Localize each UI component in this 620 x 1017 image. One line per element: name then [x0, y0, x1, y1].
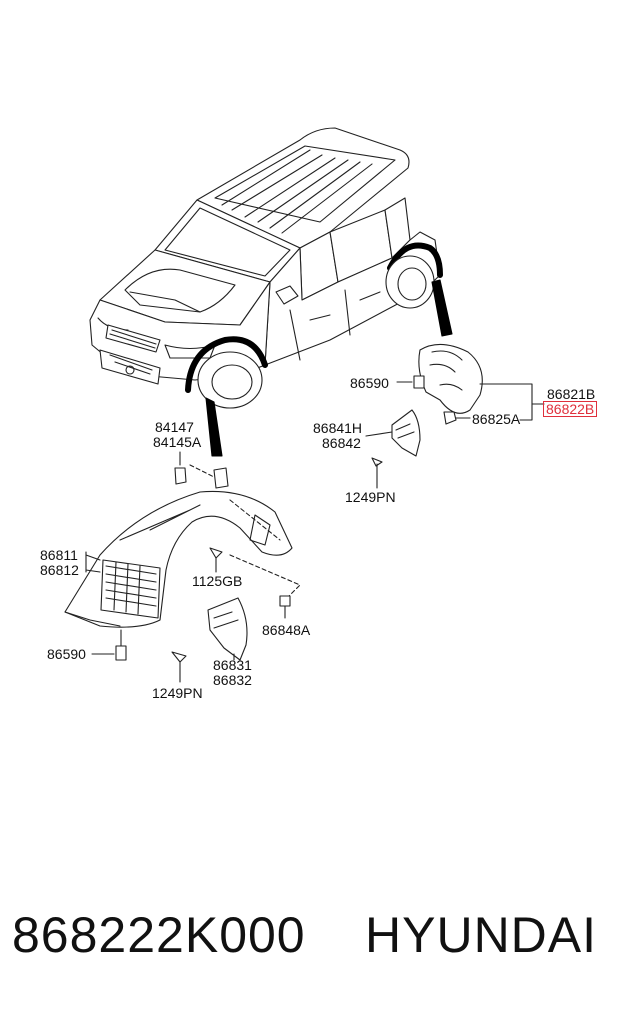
parts-diagram: 84147 84145A 86811 86812 1125GB 86848A 8… — [0, 0, 620, 880]
label-86841h: 86841H — [313, 420, 363, 436]
vehicle-body — [90, 128, 452, 456]
front-wheel-guard — [65, 452, 300, 682]
vehicle-illustration — [0, 0, 620, 880]
footer: 868222K000 HYUNDAI — [0, 905, 620, 975]
label-1249pn-rear: 1249PN — [345, 489, 396, 505]
label-84147: 84147 — [155, 419, 194, 435]
label-86842: 86842 — [322, 435, 361, 451]
label-1249pn-front: 1249PN — [152, 685, 203, 701]
label-86811: 86811 — [40, 547, 78, 563]
label-86825a: 86825A — [472, 411, 521, 427]
label-86832: 86832 — [213, 672, 252, 688]
label-86812: 86812 — [40, 562, 79, 578]
label-84145a: 84145A — [153, 434, 202, 450]
label-86822b-highlighted: 86822B — [543, 401, 598, 417]
label-86590-rear: 86590 — [350, 375, 389, 391]
label-86848a: 86848A — [262, 622, 311, 638]
label-1125gb: 1125GB — [192, 573, 243, 589]
label-86590-front: 86590 — [47, 646, 86, 662]
label-86831: 86831 — [213, 657, 252, 673]
part-number: 868222K000 — [12, 907, 306, 963]
rear-wheel-guard — [366, 344, 544, 488]
label-86821b: 86821B — [547, 386, 596, 402]
brand-name: HYUNDAI — [365, 907, 598, 963]
